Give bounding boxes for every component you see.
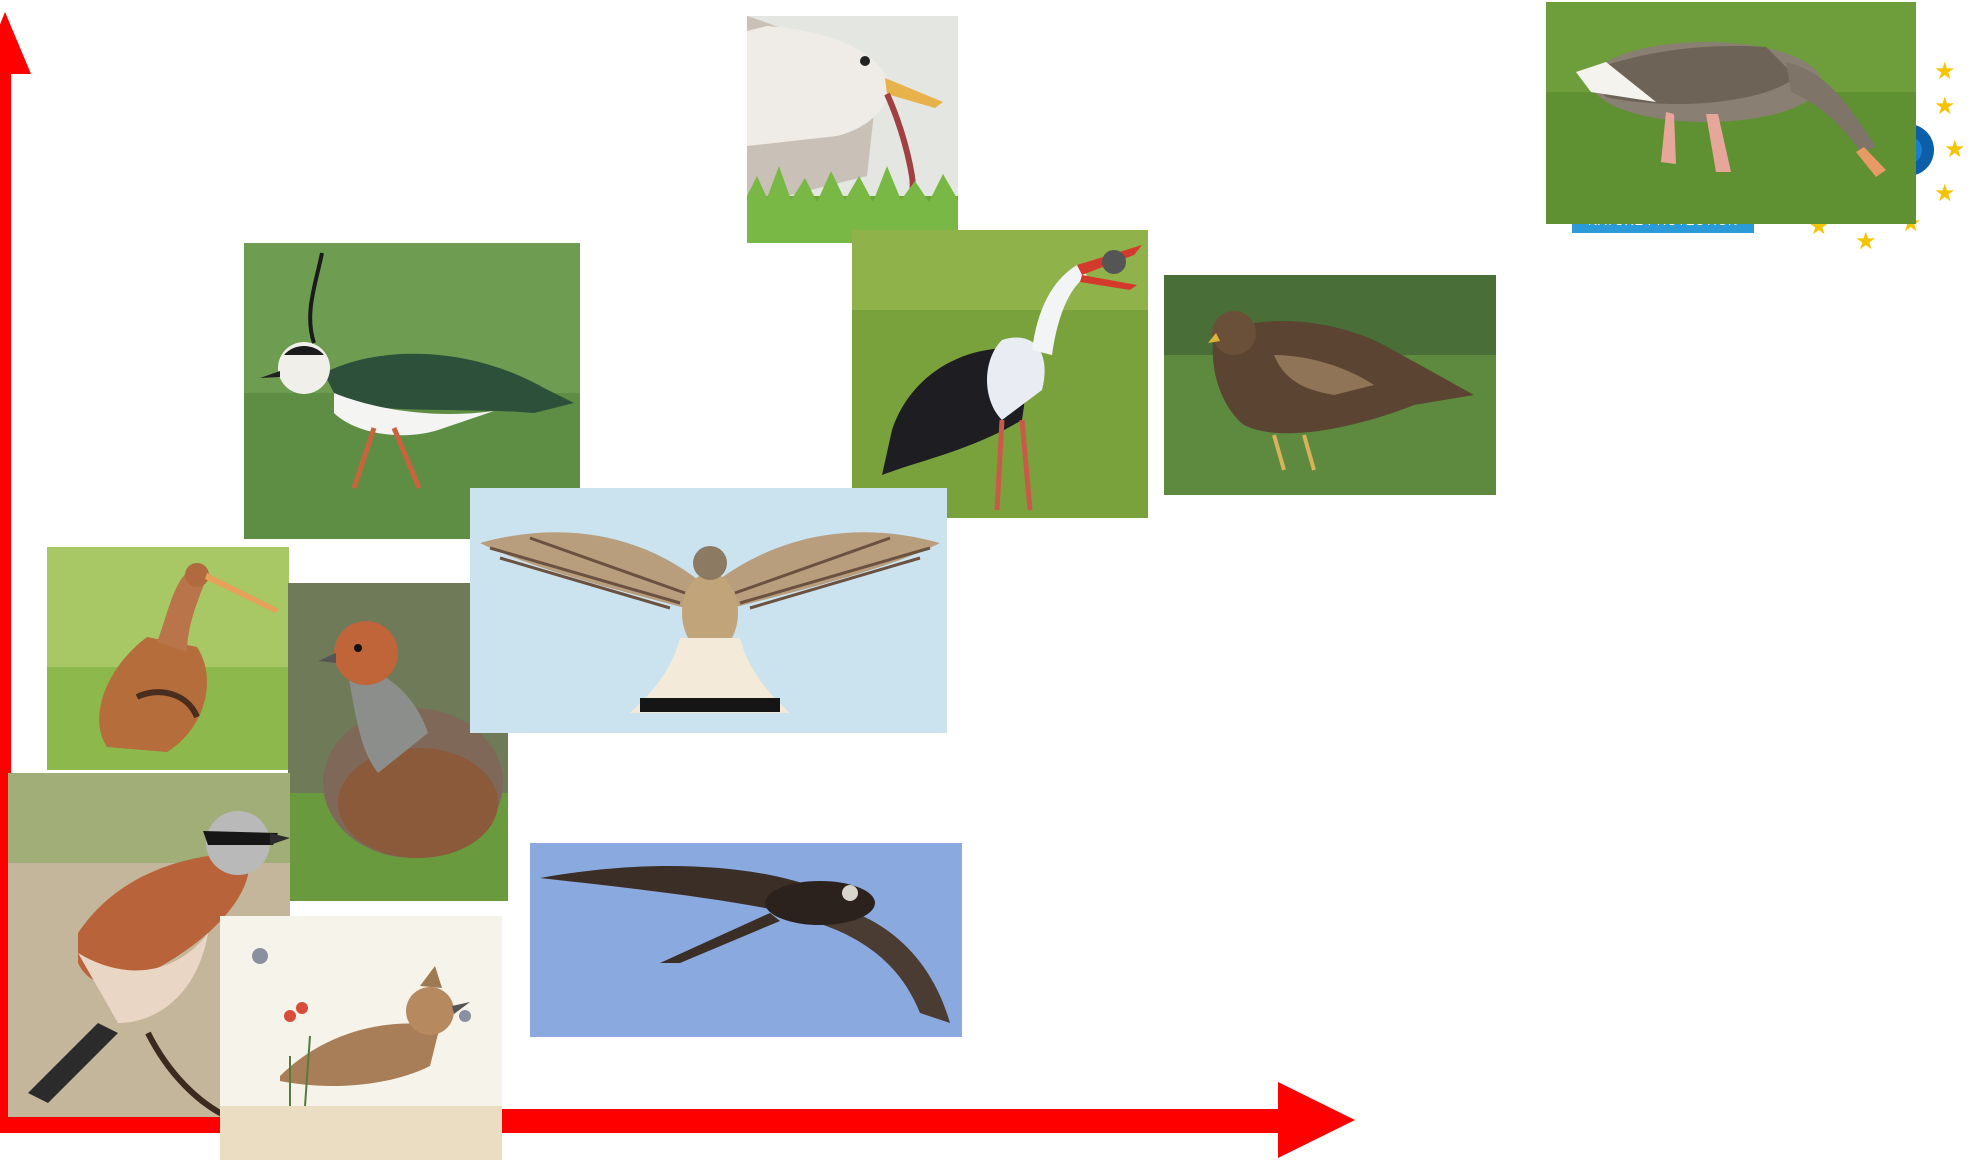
white-stork-photo bbox=[852, 230, 1148, 518]
gull-eating-worm-photo bbox=[747, 16, 958, 243]
y-axis-line bbox=[0, 60, 11, 1130]
common-kestrel-photo bbox=[470, 488, 947, 733]
greylag-goose-photo bbox=[1546, 2, 1916, 224]
star-icon: ★ bbox=[1934, 180, 1956, 207]
common-buzzard-photo bbox=[1164, 275, 1496, 495]
grey-partridge-photo bbox=[288, 583, 508, 901]
black-tailed-godwit-photo bbox=[47, 547, 289, 770]
star-icon: ★ bbox=[1944, 136, 1966, 163]
star-icon: ★ bbox=[1855, 228, 1877, 255]
star-icon: ★ bbox=[1934, 93, 1956, 120]
star-icon: ★ bbox=[1934, 58, 1956, 85]
common-swift-photo bbox=[530, 843, 962, 1037]
skylark-illustration bbox=[220, 916, 502, 1160]
x-axis-arrowhead bbox=[1278, 1082, 1355, 1158]
y-axis-arrowhead bbox=[0, 12, 31, 74]
